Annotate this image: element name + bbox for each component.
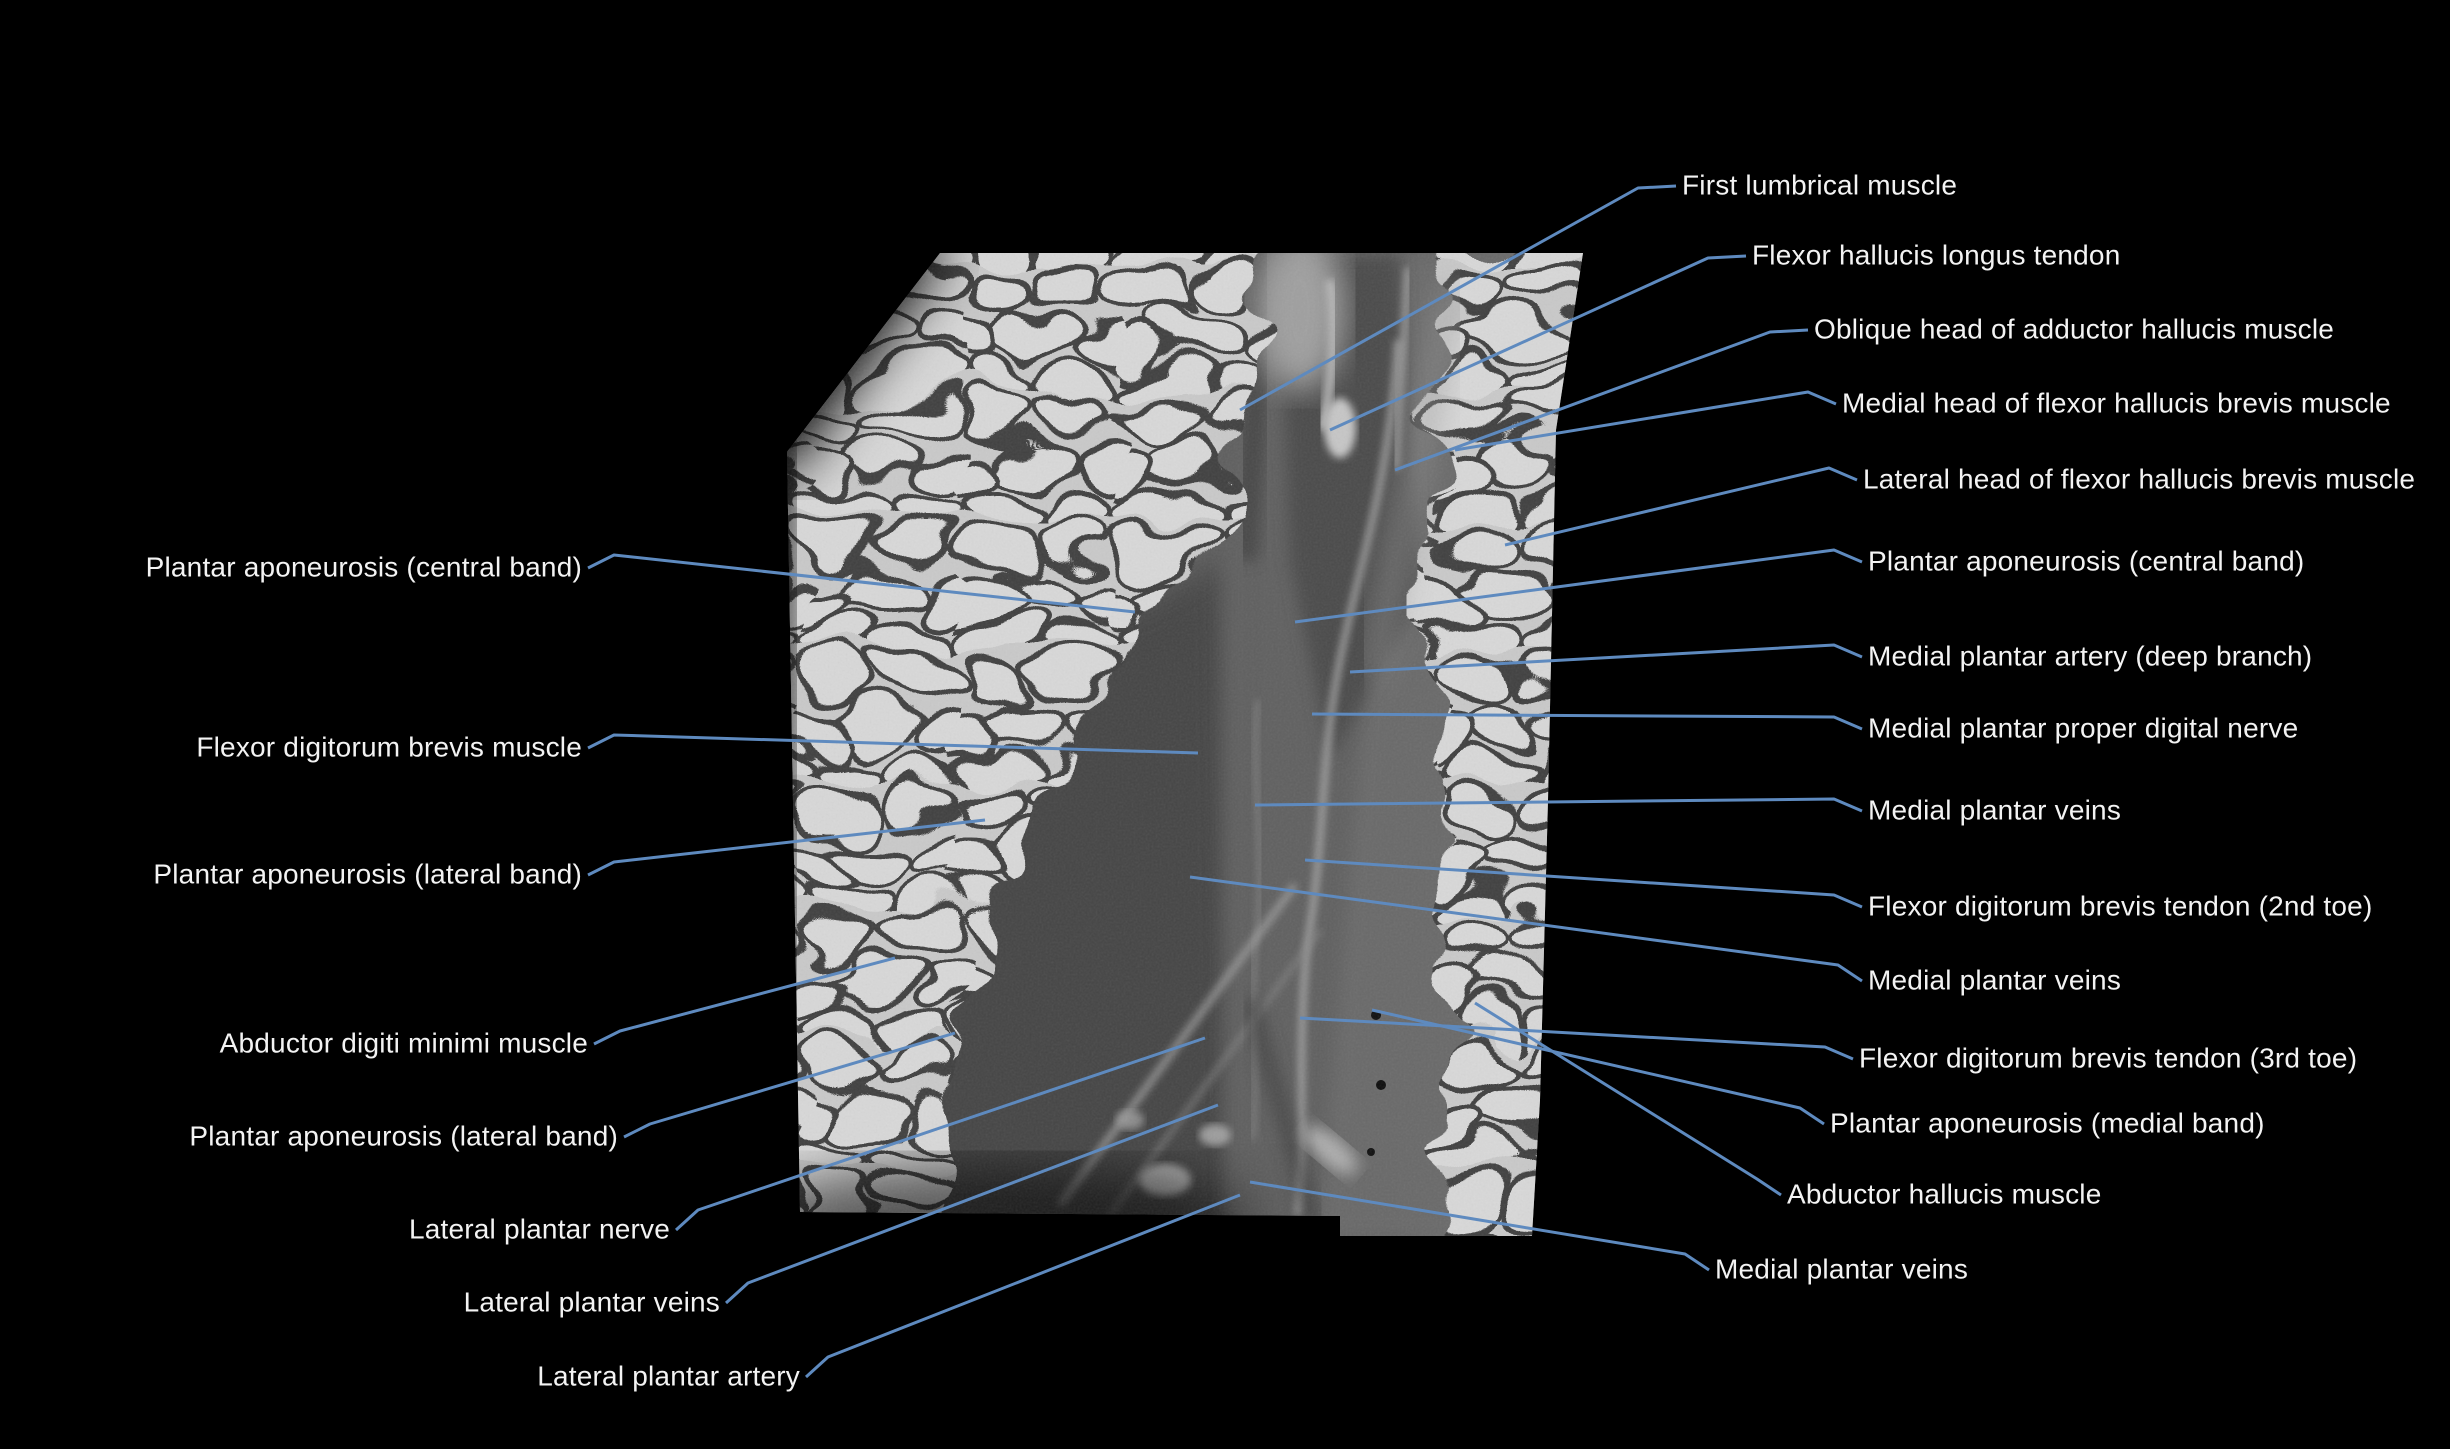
leader-line xyxy=(1311,712,1863,731)
anatomy-label: Medial plantar veins xyxy=(1868,794,2122,826)
anatomy-label: Flexor digitorum brevis tendon (3rd toe) xyxy=(1859,1042,2358,1074)
leader-line xyxy=(587,553,1136,614)
leader-line xyxy=(1504,466,1858,547)
leader-line xyxy=(674,1036,1206,1232)
leader-line xyxy=(1239,184,1677,412)
leader-line xyxy=(1249,1180,1710,1272)
anatomy-label: Abductor hallucis muscle xyxy=(1787,1178,2102,1210)
anatomy-label: Lateral plantar artery xyxy=(537,1360,800,1392)
anatomy-label: First lumbrical muscle xyxy=(1682,169,1958,201)
leader-lines-layer xyxy=(587,184,1863,1379)
anatomy-label: Flexor hallucis longus tendon xyxy=(1752,239,2121,271)
anatomy-label: Plantar aponeurosis (central band) xyxy=(1868,545,2305,577)
leader-line xyxy=(1394,328,1809,472)
anatomy-label: Lateral plantar veins xyxy=(463,1286,720,1318)
leader-line xyxy=(1294,548,1863,624)
anatomy-label: Medial head of flexor hallucis brevis mu… xyxy=(1842,387,2391,419)
leader-line xyxy=(1349,643,1863,674)
mri-tissue-layers xyxy=(787,253,1583,1236)
anatomy-label: Flexor digitorum brevis muscle xyxy=(196,731,582,763)
leader-line xyxy=(593,956,896,1046)
anatomy-label: Lateral plantar nerve xyxy=(408,1213,670,1245)
leader-line xyxy=(587,733,1199,755)
leader-line xyxy=(1474,1001,1782,1197)
anatomy-label: Medial plantar proper digital nerve xyxy=(1868,712,2299,744)
anatomy-label: Oblique head of adductor hallucis muscle xyxy=(1814,313,2335,345)
anatomy-label: Medial plantar veins xyxy=(1715,1253,1969,1285)
leader-line xyxy=(1371,1008,1825,1126)
leader-line xyxy=(724,1103,1219,1305)
anatomy-label: Plantar aponeurosis (lateral band) xyxy=(153,858,582,890)
leader-line xyxy=(1304,858,1863,909)
anatomy-label: Flexor digitorum brevis tendon (2nd toe) xyxy=(1868,890,2373,922)
anatomy-label: Medial plantar veins xyxy=(1868,964,2122,996)
leader-line xyxy=(804,1193,1241,1379)
leader-line xyxy=(1329,254,1747,432)
leader-line xyxy=(623,1031,956,1139)
leader-line xyxy=(1454,390,1837,452)
leader-line xyxy=(587,818,986,877)
anatomy-label: Lateral head of flexor hallucis brevis m… xyxy=(1863,463,2416,495)
anatomy-label: Plantar aponeurosis (medial band) xyxy=(1830,1107,2265,1139)
leader-line xyxy=(1189,875,1863,983)
leader-line xyxy=(1254,797,1863,813)
leader-line xyxy=(1299,1016,1854,1061)
anatomy-label: Plantar aponeurosis (central band) xyxy=(145,551,582,583)
anatomy-label: Abductor digiti minimi muscle xyxy=(219,1027,588,1059)
anatomy-label: Plantar aponeurosis (lateral band) xyxy=(189,1120,618,1152)
anatomy-label: Medial plantar artery (deep branch) xyxy=(1868,640,2313,672)
